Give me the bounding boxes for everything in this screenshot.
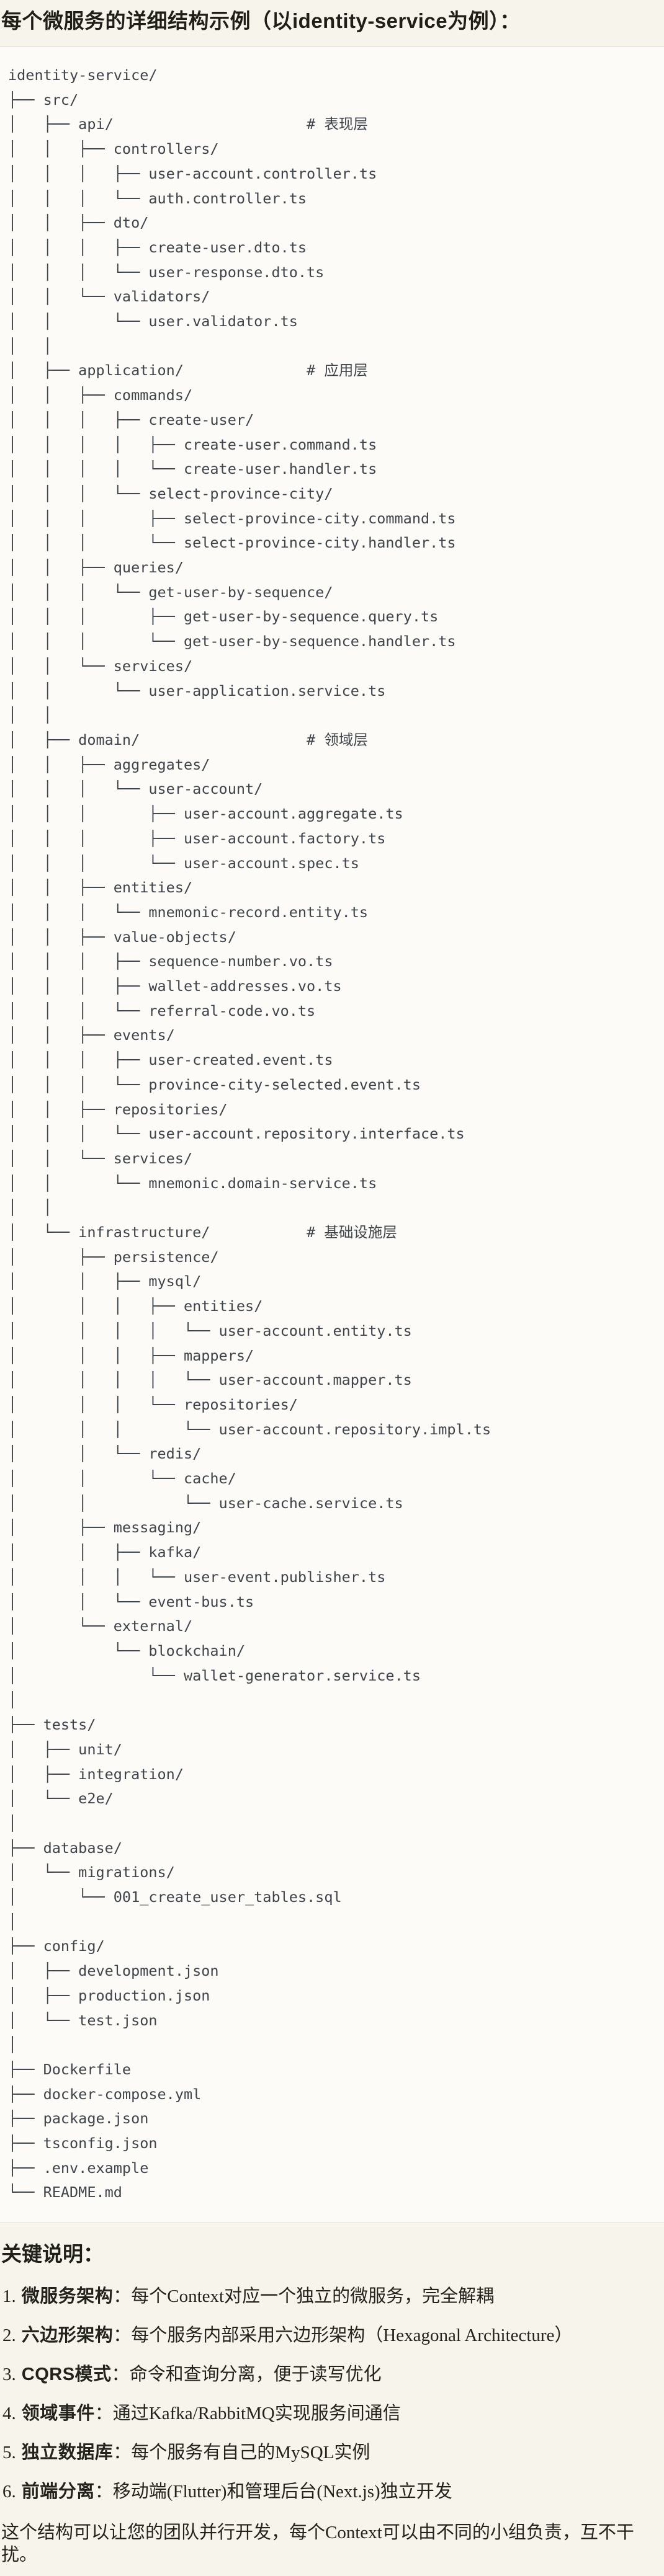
note-separator: ： (113, 2443, 132, 2463)
note-separator: ： (113, 2325, 132, 2346)
note-description: 每个服务有自己的MySQL实例 (131, 2443, 370, 2463)
note-number: 1. (2, 2286, 16, 2307)
note-item: 5.独立数据库：每个服务有自己的MySQL实例 (2, 2442, 664, 2463)
notes-list: 1.微服务架构：每个Context对应一个独立的微服务，完全解耦 2.六边形架构… (0, 2267, 664, 2502)
note-number: 3. (2, 2365, 16, 2385)
directory-tree: identity-service/ ├── src/ │ ├── api/ # … (8, 66, 491, 2201)
note-term: 微服务架构 (21, 2286, 114, 2307)
note-term: 六边形架构 (21, 2325, 114, 2346)
note-separator: ： (111, 2365, 130, 2385)
note-item: 2.六边形架构：每个服务内部采用六边形架构（Hexagonal Architec… (2, 2325, 664, 2346)
note-number: 4. (2, 2404, 16, 2424)
note-number: 5. (2, 2443, 16, 2463)
closing-paragraph: 这个结构可以让您的团队并行开发，每个Context可以由不同的小组负责，互不干扰… (1, 2523, 634, 2565)
note-term: 独立数据库 (21, 2443, 114, 2463)
note-description: 移动端(Flutter)和管理后台(Next.js)独立开发 (112, 2482, 452, 2502)
page-title: 每个微服务的详细结构示例（以identity-service为例）： (1, 9, 521, 32)
note-separator: ： (94, 2482, 113, 2502)
note-term: 前端分离 (21, 2482, 95, 2502)
note-separator: ： (113, 2286, 132, 2307)
note-description: 每个Context对应一个独立的微服务，完全解耦 (131, 2286, 495, 2307)
notes-heading: 关键说明： (1, 2242, 104, 2266)
note-number: 6. (2, 2482, 16, 2502)
note-separator: ： (94, 2404, 113, 2424)
note-number: 2. (2, 2325, 16, 2346)
note-term: CQRS模式 (21, 2365, 112, 2385)
note-item: 3.CQRS模式：命令和查询分离，便于读写优化 (2, 2364, 664, 2385)
note-description: 通过Kafka/RabbitMQ实现服务间通信 (112, 2404, 401, 2424)
note-description: 每个服务内部采用六边形架构（Hexagonal Architecture） (131, 2325, 573, 2346)
note-item: 6.前端分离：移动端(Flutter)和管理后台(Next.js)独立开发 (2, 2481, 664, 2502)
note-item: 1.微服务架构：每个Context对应一个独立的微服务，完全解耦 (2, 2286, 664, 2307)
note-item: 4.领域事件：通过Kafka/RabbitMQ实现服务间通信 (2, 2403, 664, 2424)
note-description: 命令和查询分离，便于读写优化 (129, 2365, 382, 2385)
note-term: 领域事件 (21, 2404, 95, 2424)
code-block: identity-service/ ├── src/ │ ├── api/ # … (0, 47, 664, 2224)
